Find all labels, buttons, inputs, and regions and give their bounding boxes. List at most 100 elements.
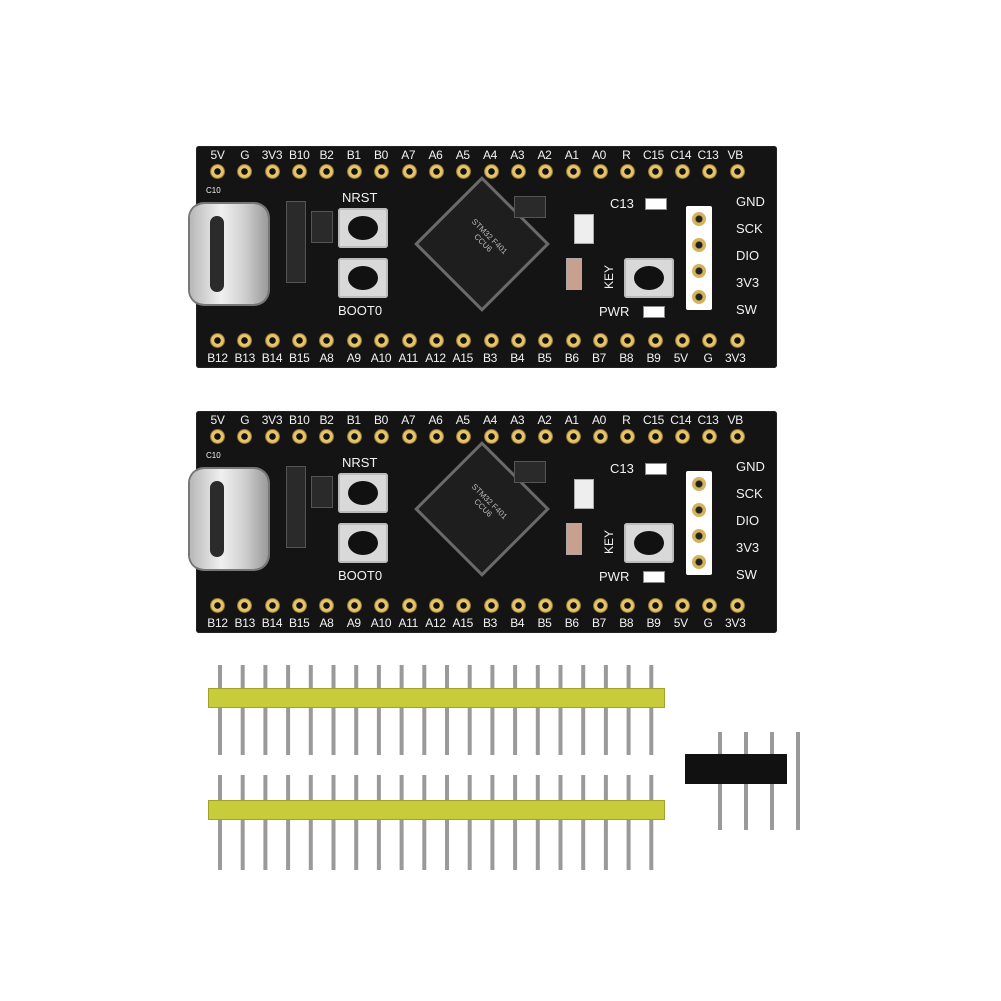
boot0-label: BOOT0 [338,303,383,318]
nrst-button[interactable] [338,208,388,248]
smd-components [514,196,546,218]
pin-header-strip-2 [208,800,665,820]
pin-label: A11 [398,351,419,365]
pin-label: G [240,148,250,162]
smd-components [514,461,546,483]
swd-label: 3V3 [736,275,760,290]
pin-label: B0 [373,413,389,427]
swd-pad [692,529,706,543]
pin-label: A12 [425,616,446,630]
pin-label: A10 [370,616,392,630]
pin-label: R [622,148,631,162]
pin-label: B13 [234,616,256,630]
pin-label: B8 [619,616,634,630]
pin-label: A7 [401,413,416,427]
pin-label: B2 [319,148,334,162]
solder-pad [647,333,663,348]
solder-pad [729,164,745,179]
esd-array [286,201,306,283]
pin-label: B9 [646,616,661,630]
solder-pad [565,598,581,613]
pin-label: A9 [346,616,361,630]
pin-label: G [240,413,250,427]
swd-label: SCK [736,486,763,501]
solder-pad [292,333,308,348]
swd-label: SW [736,567,757,582]
cap-label: C10 [206,186,221,195]
pin-label: A8 [319,616,334,630]
solder-pad [538,429,554,444]
solder-pad [593,598,609,613]
solder-pad [374,333,390,348]
swd-label: SCK [736,221,763,236]
pin-label: 3V3 [261,413,283,427]
pin-label: C15 [642,413,665,427]
solder-pad [210,164,225,179]
pin-label: B10 [289,148,310,162]
solder-pad [510,164,526,179]
solder-pad [319,429,335,444]
solder-pad [264,598,280,613]
nrst-label: NRST [342,190,378,205]
pin-label: C13 [697,148,719,162]
solder-pad [729,429,745,444]
solder-pad [428,429,444,444]
solder-pad [292,429,308,444]
solder-pad [346,598,362,613]
pin-label: C14 [670,413,692,427]
pin-label: B6 [564,351,579,365]
pin-label: 3V3 [725,616,746,630]
swd-pad [692,503,706,517]
pin-label: A12 [425,351,446,365]
pin-label: A8 [319,351,334,365]
boot0-button[interactable] [338,523,388,563]
solder-pad [620,333,636,348]
solder-pad [319,598,335,613]
pin-label: 5V [673,351,688,365]
solder-pad [510,333,526,348]
pin-label: G [703,616,713,630]
nrst-button[interactable] [338,473,388,513]
pin-label: C15 [642,148,665,162]
solder-pad [210,598,225,613]
pin-label: 3V3 [261,148,283,162]
solder-pad [456,333,472,348]
pin-label: 5V [210,148,225,162]
pin-label: 5V [210,413,225,427]
boot0-button[interactable] [338,258,388,298]
solder-pad [565,429,581,444]
solder-pad [729,598,745,613]
solder-pad [565,164,581,179]
regulator-chip [311,476,333,508]
solder-pad [675,598,691,613]
swd-header-pads [686,471,712,575]
solder-pad [292,598,308,613]
pin-label: B6 [564,616,579,630]
pin-label: B12 [207,616,228,630]
solder-pad [237,598,253,613]
pin-label: A2 [537,148,552,162]
key-button[interactable] [624,523,674,563]
swd-label: GND [736,194,765,209]
solder-pad [647,429,663,444]
key-button[interactable] [624,258,674,298]
solder-pad [483,429,499,444]
swd-label: DIO [736,513,760,528]
swd-pad [692,212,706,226]
crystal-oscillator [574,479,594,509]
solder-pad [401,164,417,179]
solder-pad [292,164,308,179]
solder-pad [428,164,444,179]
swd-pad [692,238,706,252]
pin-label: B5 [537,616,552,630]
c13-label: C13 [610,461,634,476]
solder-pad [647,598,663,613]
pin-label: A4 [482,413,498,427]
key-label: KEY [602,529,617,555]
crystal-oscillator [574,214,594,244]
pin-label: A5 [455,148,470,162]
solder-pad [428,333,444,348]
